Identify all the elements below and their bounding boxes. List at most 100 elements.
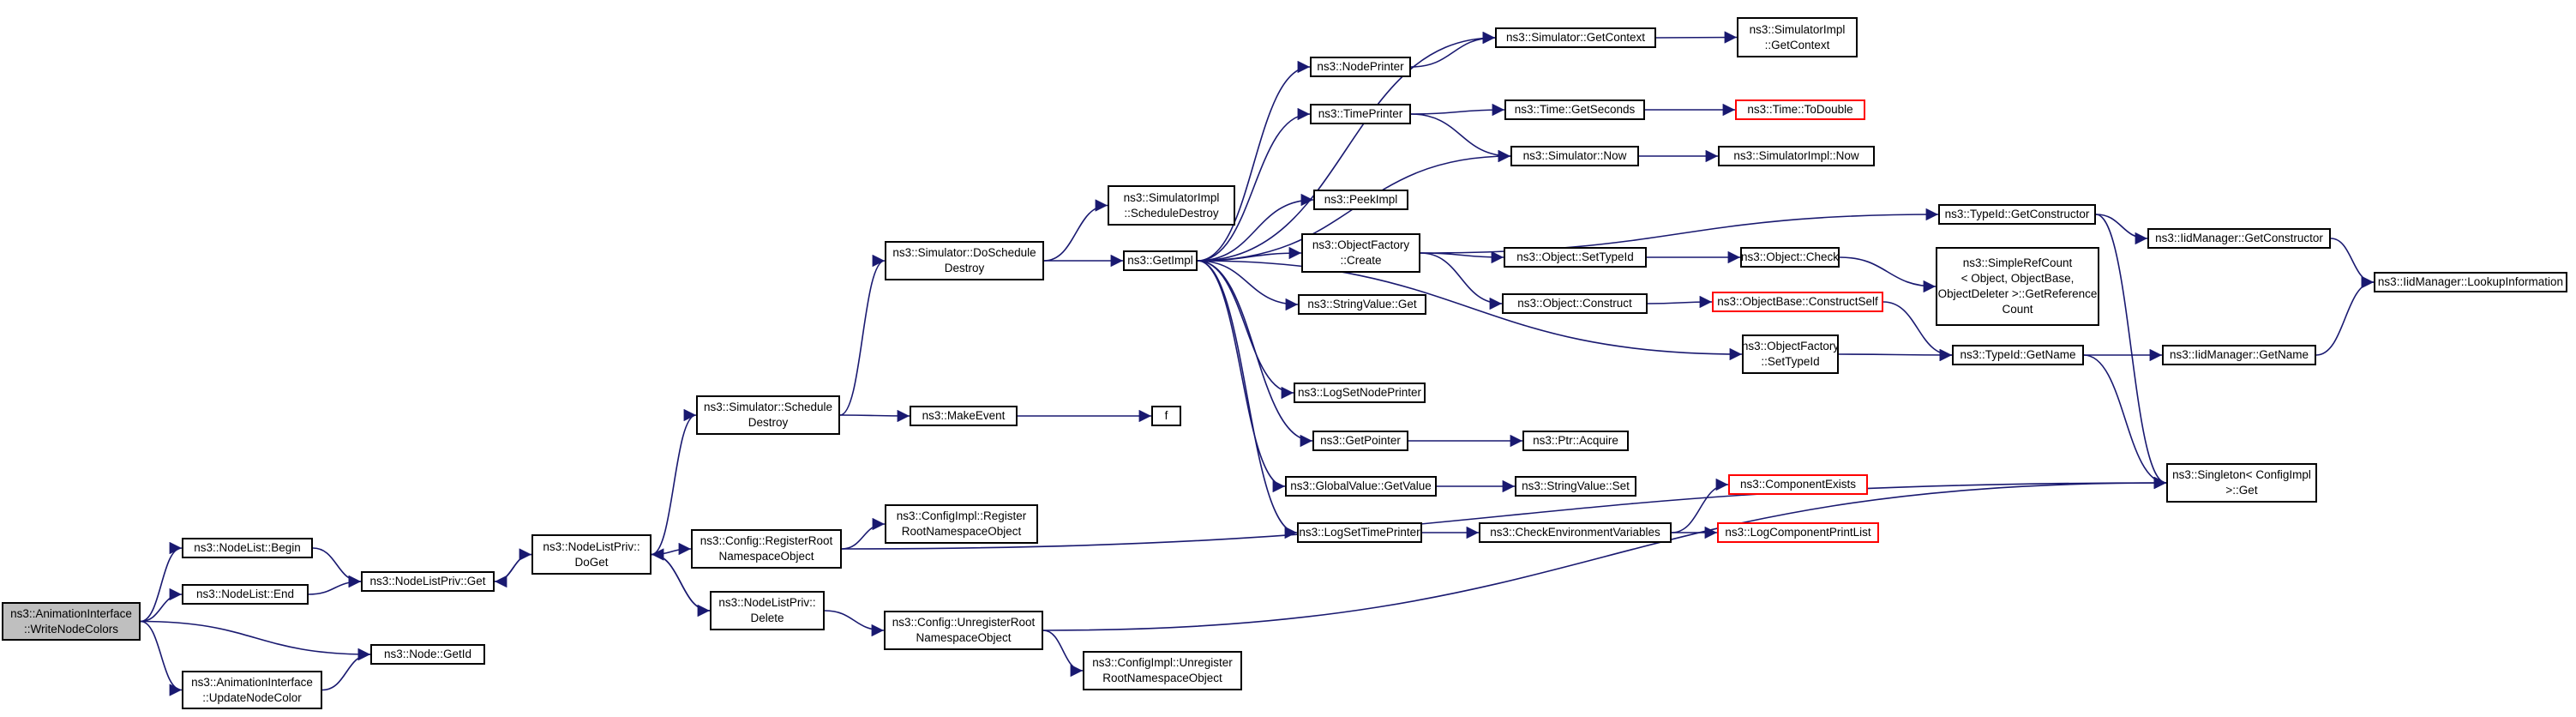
node-label-line: ns3::LogSetTimePrinter <box>1299 526 1420 539</box>
graph-node-tidgetctor[interactable]: ns3::TypeId::GetConstructor <box>1938 204 2096 225</box>
call-edge <box>839 409 910 423</box>
graph-node-peekimpl[interactable]: ns3::PeekImpl <box>1313 190 1408 210</box>
call-edge <box>1042 630 1084 678</box>
graph-node-objfactsettid[interactable]: ns3::ObjectFactory::SetTypeId <box>1742 334 1839 374</box>
graph-node-gvgetvalue[interactable]: ns3::GlobalValue::GetValue <box>1285 476 1437 497</box>
graph-node-root: ns3::AnimationInterface::WriteNodeColors <box>2 602 141 641</box>
graph-node-strvalset[interactable]: ns3::StringValue::Set <box>1515 476 1636 497</box>
call-edge <box>2095 214 2148 245</box>
graph-node-end[interactable]: ns3::NodeList::End <box>182 584 309 605</box>
node-label-line: ::UpdateNodeColor <box>202 690 302 704</box>
graph-node-makeevent[interactable]: ns3::MakeEvent <box>910 406 1018 426</box>
call-edge <box>1838 348 1953 362</box>
graph-node-strvalget[interactable]: ns3::StringValue::Get <box>1298 294 1426 315</box>
graph-node-simimplnow[interactable]: ns3::SimulatorImpl::Now <box>1718 146 1875 166</box>
node-label-line: ::Create <box>1340 254 1382 267</box>
graph-node-update[interactable]: ns3::AnimationInterface::UpdateNodeColor <box>182 671 322 709</box>
graph-node-timeprinter[interactable]: ns3::TimePrinter <box>1310 104 1411 124</box>
node-label-line: ns3::MakeEvent <box>922 409 1006 422</box>
node-label-line: NamespaceObject <box>718 550 814 563</box>
node-label-line: ns3::TypeId::GetName <box>1960 348 2076 361</box>
node-label-line: ns3::IidManager::GetConstructor <box>2155 232 2323 244</box>
call-edge <box>1410 113 1511 163</box>
call-edge <box>651 542 692 556</box>
node-label-line: ns3::TypeId::GetConstructor <box>1944 208 2090 220</box>
node-label-line: ns3::CheckEnvironmentVariables <box>1490 526 1660 539</box>
node-label-line: ns3::GetPointer <box>1320 434 1401 447</box>
graph-node-checkenv[interactable]: ns3::CheckEnvironmentVariables <box>1479 522 1672 543</box>
node-label-line: ::GetContext <box>1764 38 1830 51</box>
graph-node-f[interactable]: f <box>1151 406 1181 426</box>
graph-node-iidmgrgetname[interactable]: ns3::IidManager::GetName <box>2162 345 2316 365</box>
node-label-line: ns3::Node::GetId <box>383 648 472 660</box>
node-label-line: ns3::Config::UnregisterRoot <box>892 616 1036 629</box>
graph-node-getimpl[interactable]: ns3::GetImpl <box>1123 250 1198 271</box>
graph-node-objcheck[interactable]: ns3::Object::Check <box>1740 247 1840 268</box>
graph-node-getpointer[interactable]: ns3::GetPointer <box>1312 431 1408 451</box>
graph-node-objsettid[interactable]: ns3::Object::SetTypeId <box>1504 247 1647 268</box>
graph-node-iidmgrlookup[interactable]: ns3::IidManager::LookupInformation <box>2374 272 2567 292</box>
graph-node-delete[interactable]: ns3::NodeListPriv::Delete <box>710 591 825 630</box>
call-edge <box>2330 238 2375 289</box>
graph-node-simimplsched[interactable]: ns3::SimulatorImpl::ScheduleDestroy <box>1108 185 1235 226</box>
graph-node-begin[interactable]: ns3::NodeList::Begin <box>182 538 313 558</box>
graph-node-doget[interactable]: ns3::NodeListPriv::DoGet <box>531 534 652 575</box>
graph-node-timegetsec[interactable]: ns3::Time::GetSeconds <box>1504 99 1645 120</box>
node-label-line: Count <box>2002 303 2033 316</box>
call-edge <box>140 587 183 623</box>
call-edge <box>308 575 362 595</box>
node-label-line: ns3::TimePrinter <box>1318 107 1403 120</box>
call-edge <box>1655 31 1738 44</box>
graph-node-nlpget[interactable]: ns3::NodeListPriv::Get <box>361 571 495 592</box>
call-edge <box>1410 31 1496 68</box>
node-label-line: ns3::GetImpl <box>1127 254 1193 267</box>
node-label-line: ns3::Time::ToDouble <box>1747 103 1853 116</box>
graph-node-iidmgrgetctor[interactable]: ns3::IidManager::GetConstructor <box>2147 228 2331 249</box>
graph-node-simplerefcount[interactable]: ns3::SimpleRefCount< Object, ObjectBase,… <box>1936 247 2099 326</box>
node-label-line: Delete <box>750 612 784 624</box>
node-label-line: ::SetTypeId <box>1761 355 1820 368</box>
graph-node-simnow[interactable]: ns3::Simulator::Now <box>1510 146 1639 166</box>
node-label-line: ns3::NodeList::End <box>195 587 295 600</box>
graph-node-nodeprinter[interactable]: ns3::NodePrinter <box>1310 57 1411 77</box>
call-edge <box>321 648 371 691</box>
graph-node-simimplctx[interactable]: ns3::SimulatorImpl::GetContext <box>1737 17 1858 57</box>
graph-node-logsettime[interactable]: ns3::LogSetTimePrinter <box>1297 522 1422 543</box>
node-label-line: ns3::ComponentExists <box>1739 478 1857 491</box>
graph-node-ptracquire[interactable]: ns3::Ptr::Acquire <box>1522 431 1629 451</box>
node-label-line: ns3::Object::SetTypeId <box>1516 250 1634 263</box>
graph-node-compexists[interactable]: ns3::ComponentExists <box>1728 474 1868 495</box>
graph-node-objbaseconstruct[interactable]: ns3::ObjectBase::ConstructSelf <box>1712 292 1883 312</box>
node-label-line: ::WriteNodeColors <box>23 622 119 636</box>
node-label-line: NamespaceObject <box>916 631 1012 644</box>
node-label-line: Destroy <box>944 262 985 274</box>
graph-node-simgetctx[interactable]: ns3::Simulator::GetContext <box>1495 27 1656 48</box>
graph-node-logcompprint[interactable]: ns3::LogComponentPrintList <box>1717 522 1879 543</box>
call-edge <box>2315 275 2375 356</box>
call-edge <box>824 610 885 637</box>
graph-node-logsetnode[interactable]: ns3::LogSetNodePrinter <box>1294 383 1426 403</box>
graph-node-objconstruct[interactable]: ns3::Object::Construct <box>1502 293 1648 314</box>
node-label-line: ns3::NodePrinter <box>1317 60 1404 73</box>
graph-node-singleton[interactable]: ns3::Singleton< ConfigImpl>::Get <box>2166 463 2317 503</box>
graph-node-tidgetname[interactable]: ns3::TypeId::GetName <box>1952 345 2084 365</box>
graph-node-getid[interactable]: ns3::Node::GetId <box>370 644 485 665</box>
graph-node-objfactcreate[interactable]: ns3::ObjectFactory::Create <box>1301 233 1420 273</box>
call-edge <box>1197 260 1313 448</box>
call-edge <box>841 476 2167 550</box>
graph-node-timetodouble[interactable]: ns3::Time::ToDouble <box>1735 99 1865 120</box>
node-label-line: ns3::Object::Check <box>1740 250 1840 263</box>
node-label-line: ns3::StringValue::Get <box>1307 298 1417 310</box>
node-label-line: RootNamespaceObject <box>901 525 1022 538</box>
call-edge <box>1042 476 2167 631</box>
node-label-line: ns3::SimulatorImpl::Now <box>1733 149 1859 162</box>
node-label-line: ns3::IidManager::LookupInformation <box>2377 275 2564 288</box>
node-label-line: ns3::Simulator::Now <box>1522 149 1627 162</box>
